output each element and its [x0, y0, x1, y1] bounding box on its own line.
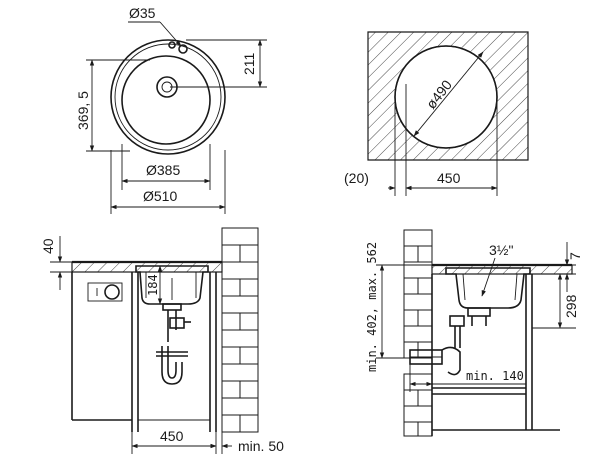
sink-bowl-section [135, 265, 209, 305]
sink-rim-inner [114, 43, 222, 151]
tap-hole-label: Ø35 [129, 5, 156, 21]
trap-side [441, 346, 461, 376]
bowl-depth-label: 184 [146, 274, 160, 296]
sink-bowl [121, 55, 211, 145]
width-label: 450 [437, 170, 461, 186]
height-range-label: min. 402, max. 562 [365, 242, 379, 372]
control-panel [87, 282, 123, 302]
tap-hole-2 [168, 41, 176, 49]
sink-depth-label: 298 [563, 294, 579, 318]
countertop-side [431, 264, 573, 275]
tap-hole [178, 44, 188, 54]
drain-fitting [162, 303, 182, 311]
control-knob [104, 284, 120, 300]
outlet-size-label: 3½" [489, 242, 513, 258]
drain-side [467, 307, 491, 317]
countertop [71, 261, 223, 273]
cabinet-width-label: 450 [160, 428, 184, 444]
brick-wall [221, 227, 259, 433]
overflow-fitting [169, 317, 185, 329]
cutout-diameter-label: ø490 [423, 77, 455, 112]
siphon-trap [161, 346, 183, 385]
top-offset-label: 7 [567, 252, 583, 260]
outer-diameter-label: Ø510 [143, 188, 177, 204]
outlet-fitting [449, 315, 465, 327]
sink-rim-outer [110, 39, 226, 155]
sink-bowl-side [445, 267, 531, 309]
min-clearance-label: min. 50 [238, 438, 284, 454]
depth-label: 369, 5 [75, 91, 91, 130]
edge-gap-label: (20) [344, 170, 369, 186]
brick-wall-side [403, 229, 433, 437]
cutout-view: ø490 (20) 450 [344, 31, 529, 196]
top-view: Ø35 211 369, 5 Ø385 Ø510 [75, 5, 267, 214]
front-view: 40 184 450 min. 50 [40, 227, 284, 454]
bowl-diameter-label: Ø385 [146, 162, 180, 178]
min-depth-label: min. 140 [466, 369, 524, 383]
thickness-label: 40 [40, 238, 56, 254]
countertop-hatch [367, 31, 529, 161]
offset-label: 211 [241, 52, 257, 75]
side-view: 3½" 7 298 min. 402, max. 562 min. 140 [365, 229, 583, 437]
